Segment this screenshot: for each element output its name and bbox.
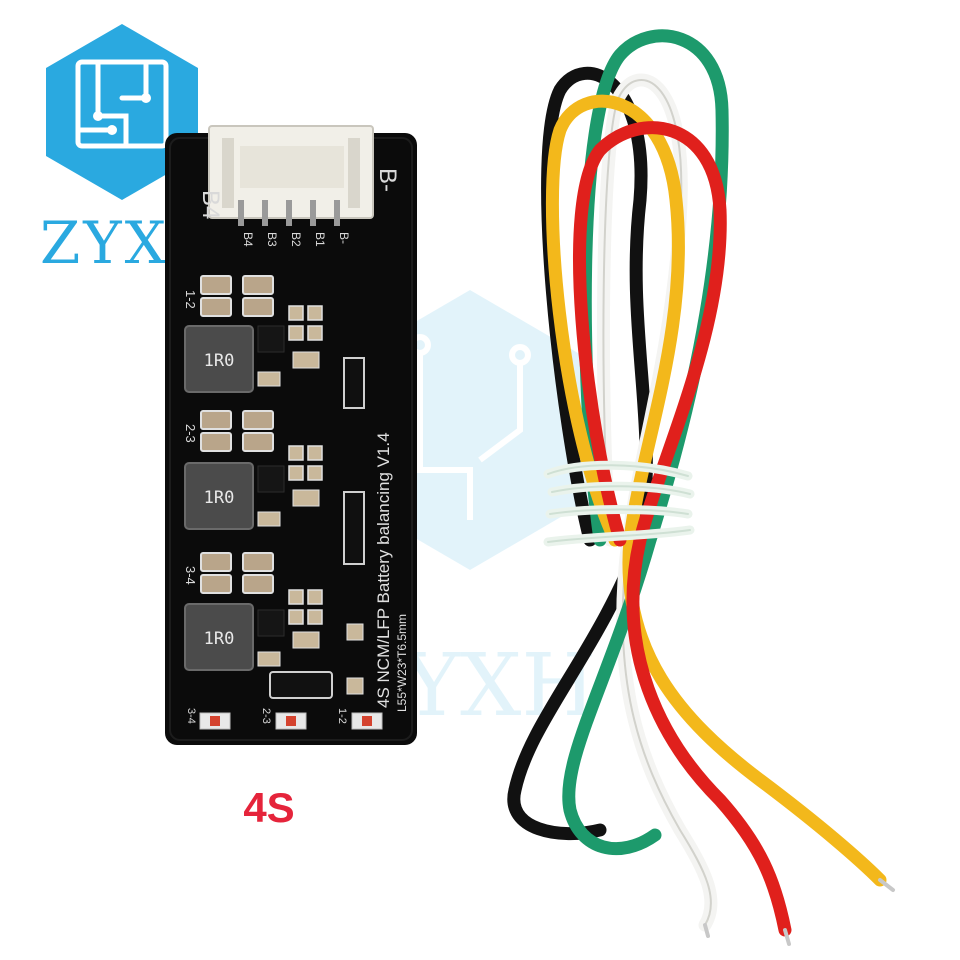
inductor	[184, 462, 254, 530]
led-indicators: 3-4 2-3 1-2	[185, 708, 383, 730]
wire-harness	[507, 29, 895, 946]
pin-label: B1	[313, 232, 327, 247]
pin-label: B2	[289, 232, 303, 247]
connector-label-right: B-	[374, 168, 401, 192]
cell-pair-label: 3-4	[183, 566, 198, 585]
cell-pair-label: 1-2	[183, 290, 198, 309]
board-title: 4S NCM/LFP Battery balancing V1.4	[374, 432, 393, 708]
inductor-marking: 1R0	[204, 351, 235, 371]
balance-channel: 2-3 1R0	[183, 410, 323, 530]
series-caption: 4S	[243, 784, 294, 831]
connector-label-left: B4	[197, 190, 224, 219]
pin-label: B-	[337, 232, 351, 244]
pin-label: B4	[241, 232, 255, 247]
inductor	[184, 603, 254, 671]
balance-channel: 3-4 1R0	[183, 552, 323, 671]
wire-yellow	[545, 94, 887, 887]
pin-label: B3	[265, 232, 279, 247]
logo-hexagon	[46, 24, 198, 200]
pin-labels: B4 B3 B2 B1 B-	[241, 232, 351, 247]
led-label: 2-3	[260, 708, 272, 724]
led-label: 3-4	[185, 708, 197, 724]
inductor-marking: 1R0	[204, 488, 235, 508]
balancer-board: B4 B- B4 B3 B2 B1 B- 1-2	[165, 125, 417, 745]
board-dimensions: L55*W23*T6.5mm	[395, 614, 409, 712]
inductor-marking: 1R0	[204, 629, 235, 649]
balance-channel: 1-2 1R0	[183, 275, 323, 393]
jst-connector	[208, 125, 374, 226]
inductor	[184, 325, 254, 393]
cell-pair-label: 2-3	[183, 424, 198, 443]
wire-red	[573, 121, 792, 937]
led-label: 1-2	[336, 708, 348, 724]
